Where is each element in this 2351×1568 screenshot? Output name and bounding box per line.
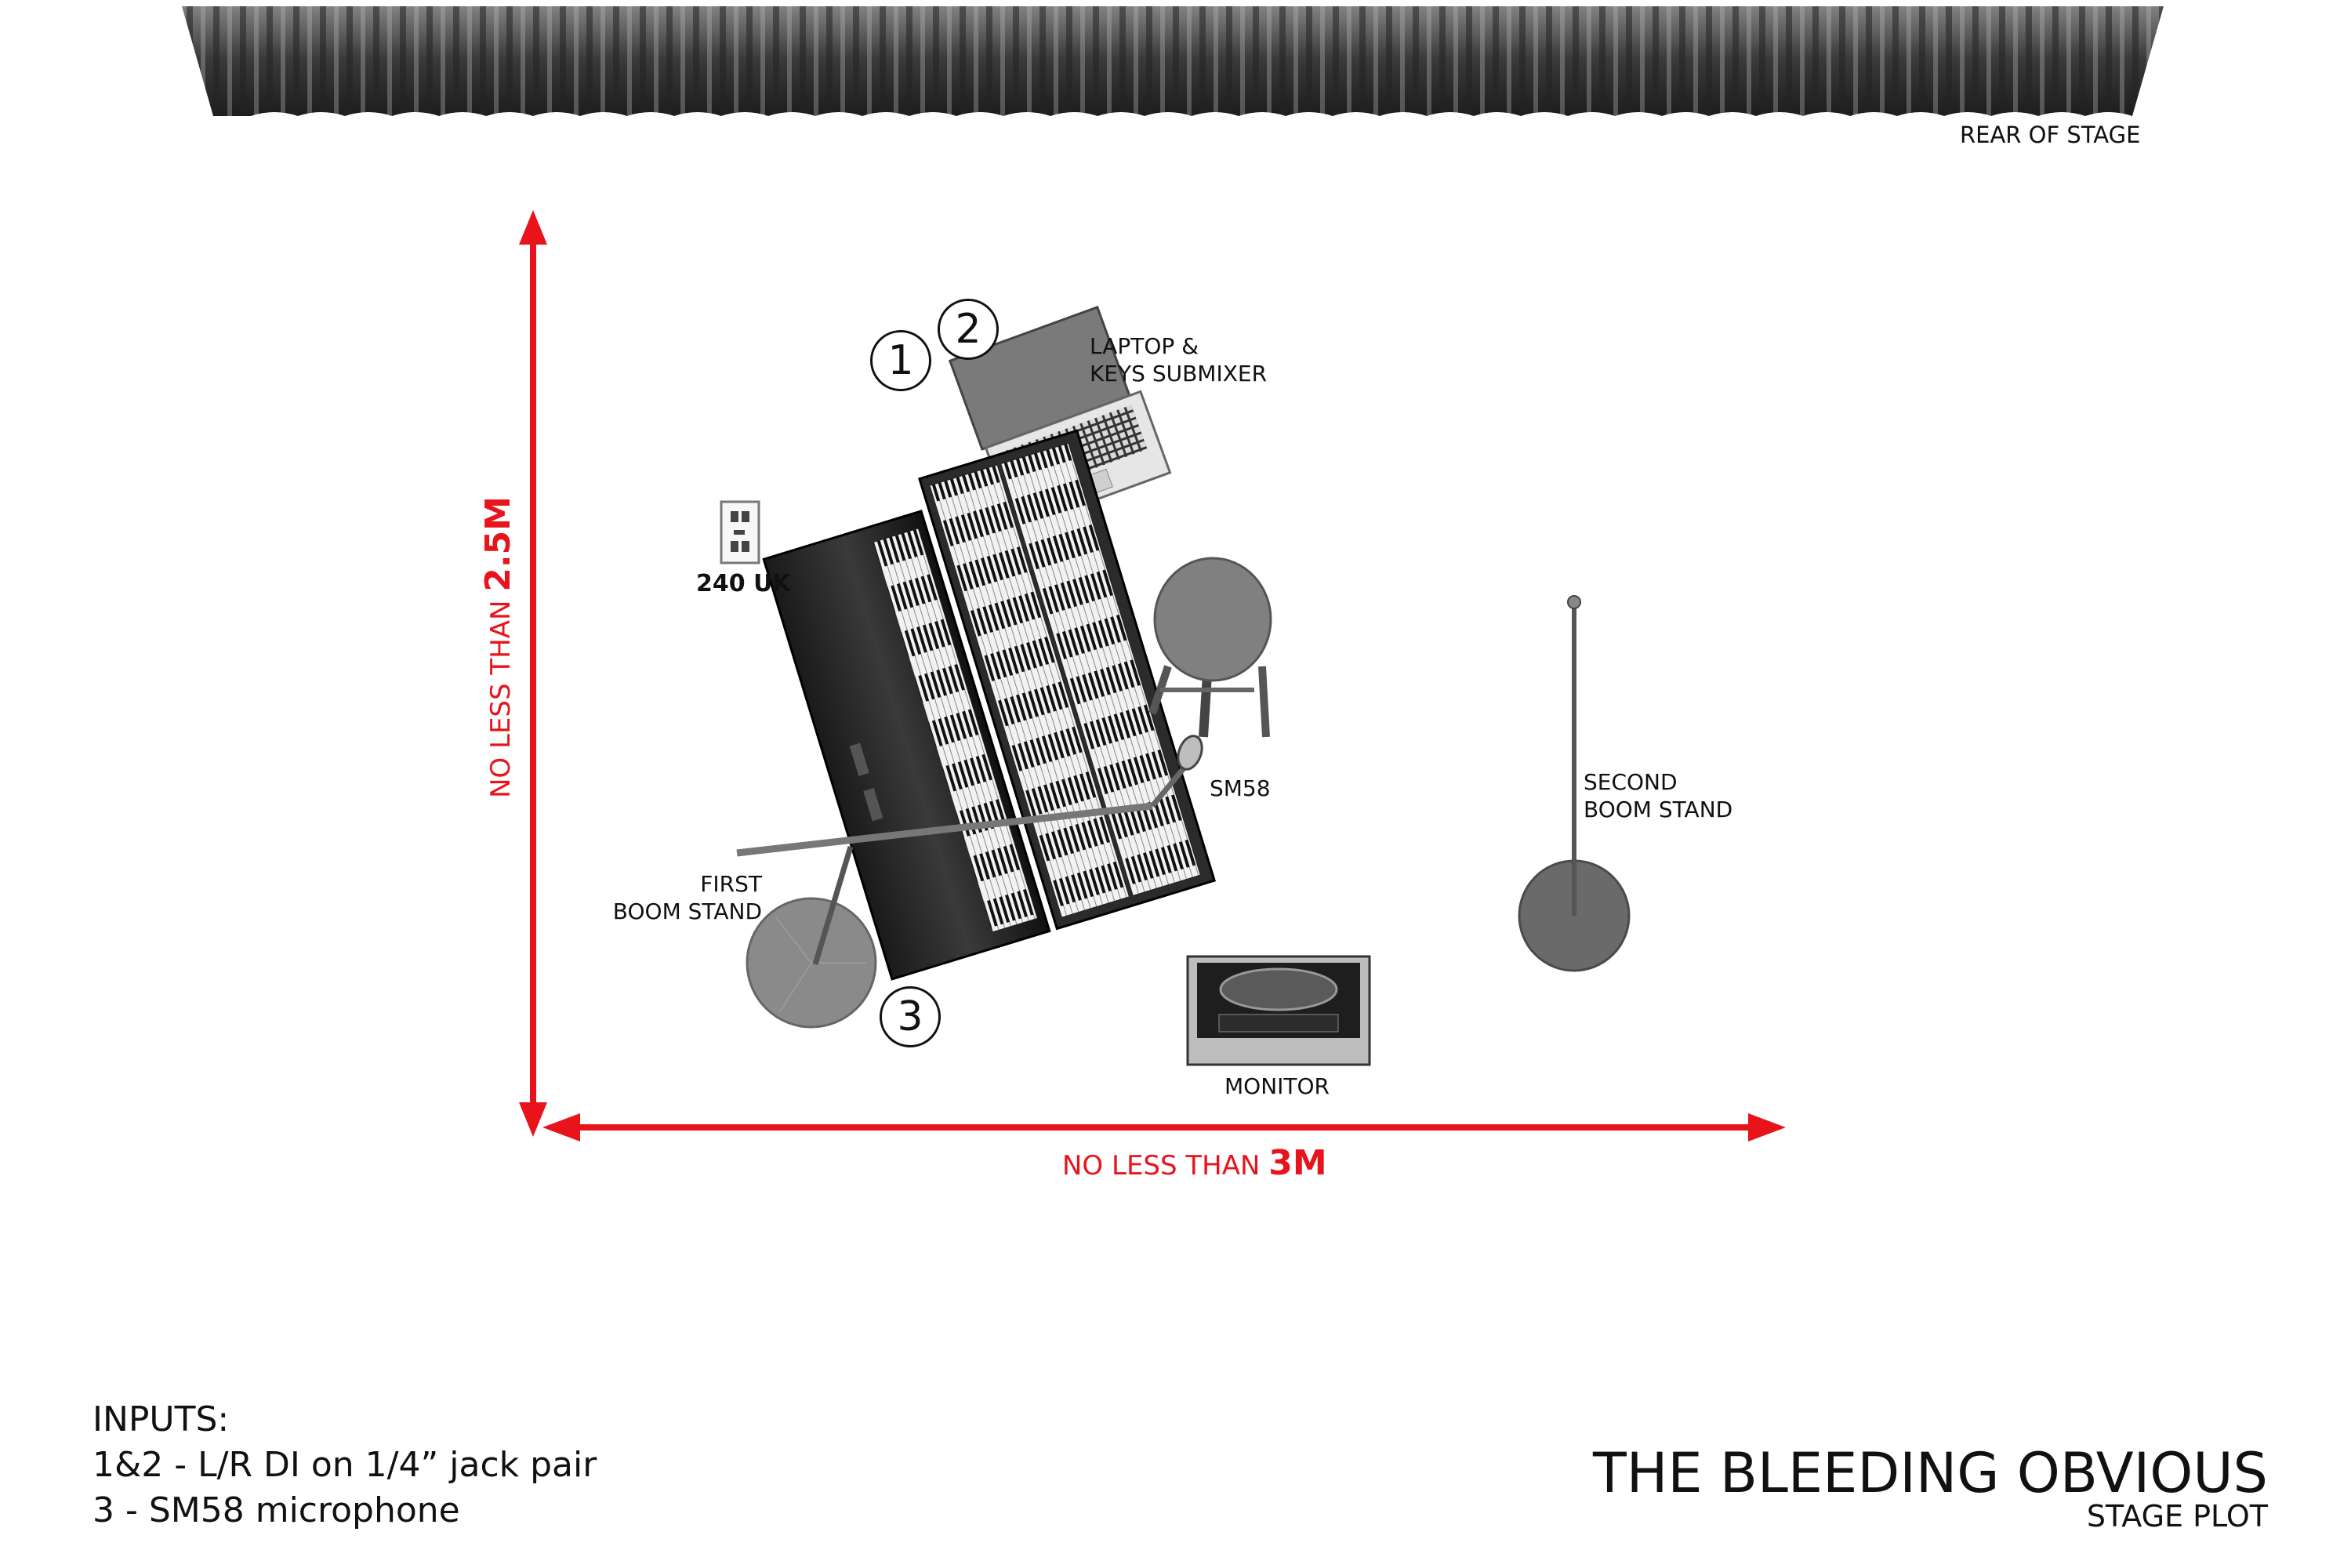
stool-icon (1148, 557, 1272, 738)
width-value: 3M (1268, 1143, 1327, 1183)
width-dimension-label: NO LESS THAN 3M (1062, 1143, 1327, 1183)
second-boom-stand-icon (1518, 595, 1631, 972)
width-prefix: NO LESS THAN (1062, 1150, 1269, 1181)
width-dimension-arrow (542, 1113, 1786, 1142)
first-boom-line2: BOOM STAND (612, 898, 762, 924)
laptop-label-line2: KEYS SUBMIXER (1090, 361, 1268, 387)
monitor-label: MONITOR (1224, 1073, 1330, 1099)
inputs-line-1: 1&2 - L/R DI on 1/4” jack pair (93, 1445, 597, 1485)
power-label: 240 UK (696, 570, 791, 597)
first-boom-stand-icon (736, 735, 1203, 1029)
keyboard-stack-icon (762, 429, 1217, 981)
depth-prefix: NO LESS THAN (485, 591, 517, 798)
band-name-title: THE BLEEDING OBVIOUS (1592, 1441, 2268, 1505)
second-boom-line2: BOOM STAND (1584, 797, 1733, 822)
curtain (182, 6, 2164, 116)
first-boom-line1: FIRST (700, 871, 762, 897)
inputs-list: INPUTS: 1&2 - L/R DI on 1/4” jack pair 3… (93, 1397, 597, 1534)
input-number-3-badge: 3 (880, 986, 941, 1047)
depth-dimension-arrow (519, 210, 547, 1137)
stage-plot-subtitle: STAGE PLOT (2086, 1499, 2268, 1534)
depth-dimension-label: NO LESS THAN 2.5M (478, 496, 518, 798)
inputs-heading: INPUTS: (93, 1399, 230, 1439)
first-boom-stand-label: FIRST BOOM STAND (610, 870, 762, 925)
sm58-label: SM58 (1210, 775, 1271, 801)
power-outlet-icon (720, 500, 760, 564)
rear-of-stage-label: REAR OF STAGE (1960, 122, 2141, 148)
laptop-label-line1: LAPTOP & (1090, 333, 1199, 359)
second-boom-line1: SECOND (1584, 769, 1678, 795)
laptop-label: LAPTOP & KEYS SUBMIXER (1090, 332, 1267, 387)
monitor-wedge-icon (1186, 955, 1371, 1066)
inputs-line-2: 3 - SM58 microphone (93, 1490, 460, 1530)
input-number-2-badge: 2 (938, 299, 999, 360)
second-boom-stand-label: SECOND BOOM STAND (1584, 768, 1732, 823)
depth-value: 2.5M (478, 496, 518, 592)
input-number-1-badge: 1 (870, 330, 931, 391)
